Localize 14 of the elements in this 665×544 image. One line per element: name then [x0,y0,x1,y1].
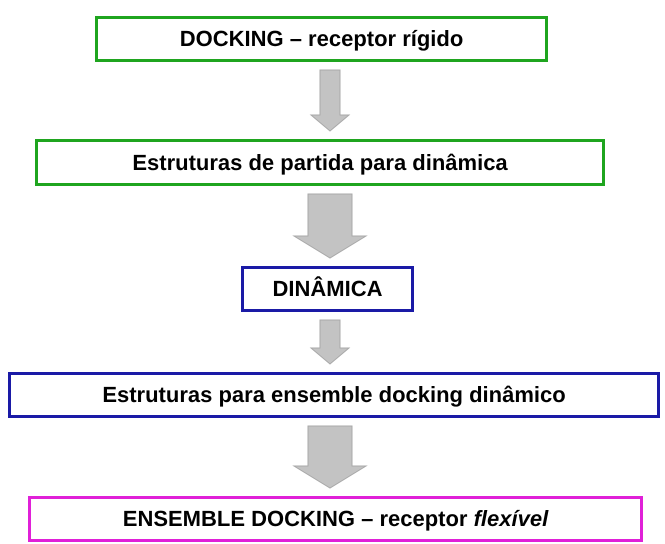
block-arrow [310,70,350,132]
box-label: DINÂMICA [272,276,382,302]
block-arrow [292,426,368,489]
process-box [8,372,660,418]
box-label: Estruturas de partida para dinâmica [132,150,508,176]
process-box [241,266,414,312]
process-box [95,16,548,62]
box-label: DOCKING – receptor rígido [180,26,464,52]
process-box [35,139,605,186]
block-arrow [292,194,368,259]
block-arrow [310,320,350,365]
box-label: Estruturas para ensemble docking dinâmico [102,382,566,408]
process-box [28,496,643,542]
box-label: ENSEMBLE DOCKING – receptor flexível [122,506,548,532]
